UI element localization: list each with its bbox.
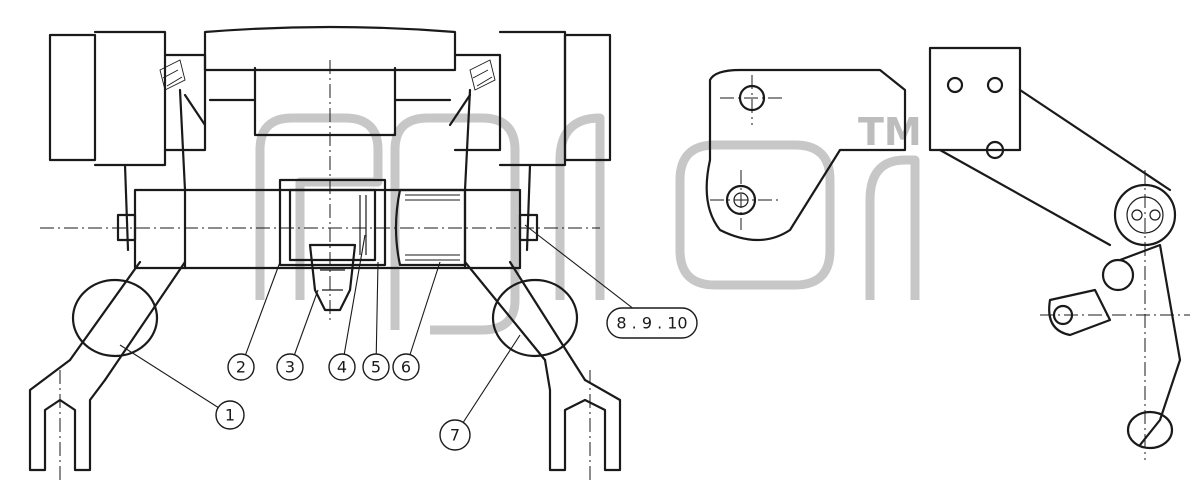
watermark-logo: TM bbox=[255, 110, 922, 335]
side-view-bracket bbox=[705, 68, 907, 241]
svg-text:1: 1 bbox=[225, 406, 235, 425]
callout-7: 7 bbox=[439, 419, 471, 451]
callout-3: 3 bbox=[276, 353, 304, 381]
front-view-assembly bbox=[28, 25, 622, 480]
svg-text:5: 5 bbox=[371, 358, 381, 377]
svg-text:3: 3 bbox=[285, 358, 295, 377]
side-view-linkage bbox=[928, 46, 1190, 460]
callout-1: 1 bbox=[215, 400, 245, 430]
leader-lines bbox=[119, 224, 653, 436]
svg-text:7: 7 bbox=[450, 426, 460, 445]
svg-text:2: 2 bbox=[236, 358, 246, 377]
callout-6: 6 bbox=[392, 353, 420, 381]
svg-text:4: 4 bbox=[337, 358, 347, 377]
trademark-mark: TM bbox=[858, 110, 922, 154]
callout-8-9-10: 8 . 9 . 10 bbox=[606, 307, 698, 339]
callout-2: 2 bbox=[227, 353, 255, 381]
callout-4: 4 bbox=[328, 353, 356, 381]
svg-text:6: 6 bbox=[401, 358, 411, 377]
callout-5: 5 bbox=[362, 353, 390, 381]
svg-text:8 . 9 . 10: 8 . 9 . 10 bbox=[616, 314, 687, 333]
